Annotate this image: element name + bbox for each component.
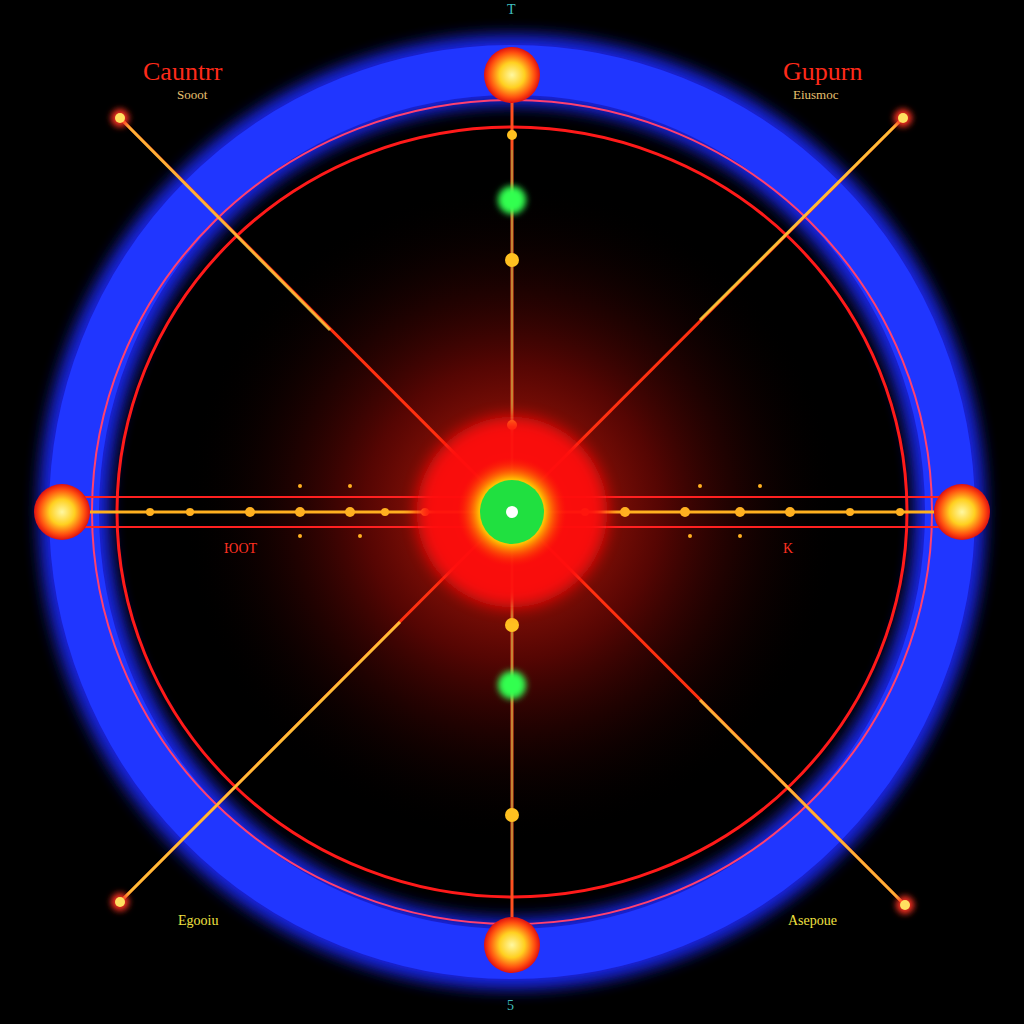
diagram-label: Eiusmoc xyxy=(793,88,839,102)
diagram-label: K xyxy=(783,541,793,556)
diagram-label: Gupurn xyxy=(783,58,862,87)
diagram-label: T xyxy=(507,2,516,17)
diagram-label: ЮOT xyxy=(224,541,257,556)
diagram-label: Asepoue xyxy=(788,913,837,928)
diagram-label: 5 xyxy=(507,998,514,1013)
diagram-label: Cauntrr xyxy=(143,58,222,87)
diagram-label: Egooiu xyxy=(178,913,218,928)
diagram-label: Sooot xyxy=(177,88,207,102)
